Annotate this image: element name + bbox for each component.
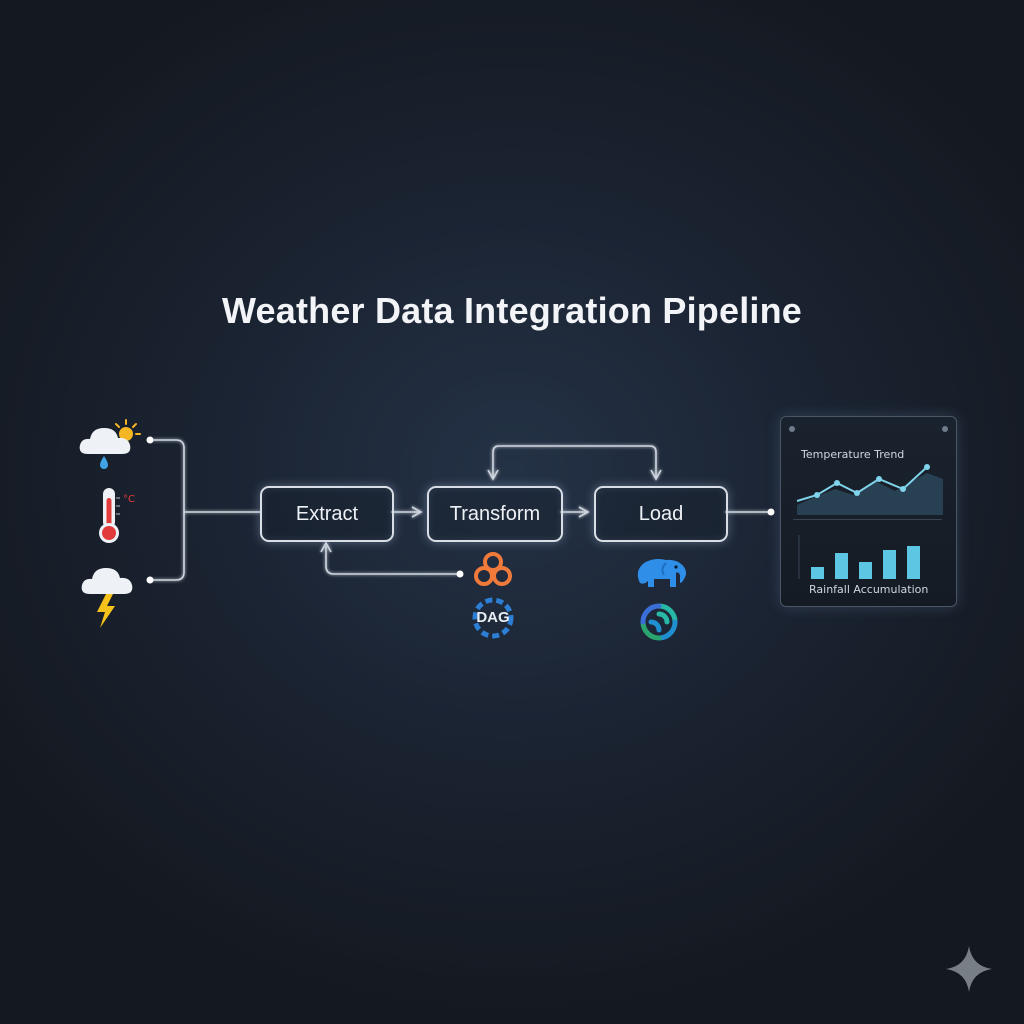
- thermometer-unit: °C: [123, 494, 135, 505]
- temperature-line-chart: [796, 464, 943, 515]
- rainfall-bar: [835, 553, 848, 579]
- airflow-icon: [474, 552, 512, 586]
- swirl-icon: [640, 603, 678, 641]
- transform-stage[interactable]: Transform: [427, 486, 563, 542]
- feedback-loop-top: [492, 445, 657, 478]
- dashboard-node: [767, 508, 775, 516]
- rainfall-bar-chart: [798, 535, 920, 579]
- dashboard-panel: Temperature Trend Rainfall Accumulation: [780, 416, 957, 607]
- dashboard-divider: [793, 519, 942, 520]
- temperature-point: [924, 464, 930, 470]
- dag-icon: [472, 597, 514, 639]
- rainfall-bar: [907, 546, 920, 579]
- temperature-point: [814, 492, 820, 498]
- postgres-elephant-icon: [637, 559, 686, 587]
- source-connector-top: [150, 439, 185, 581]
- dag-label: DAG: [476, 609, 510, 626]
- window-dot: [789, 426, 795, 432]
- rainfall-accumulation-caption: Rainfall Accumulation: [809, 583, 929, 596]
- temperature-trend-title: Temperature Trend: [801, 448, 905, 461]
- transform-stage-label: Transform: [449, 502, 541, 525]
- rainfall-bar: [883, 550, 896, 579]
- window-dot: [942, 426, 948, 432]
- extract-stage[interactable]: Extract: [260, 486, 394, 542]
- source-node: [146, 576, 154, 584]
- load-stage-label: Load: [638, 502, 684, 525]
- extract-stage-label: Extract: [295, 502, 359, 525]
- rainfall-bar: [811, 567, 824, 579]
- temperature-point: [834, 480, 840, 486]
- temperature-point: [854, 490, 860, 496]
- thermometer-icon: °C: [99, 488, 135, 543]
- cloud-rain-sun-icon: [79, 419, 141, 469]
- source-node: [146, 436, 154, 444]
- storm-cloud-icon: [81, 568, 133, 628]
- load-stage[interactable]: Load: [594, 486, 728, 542]
- tool-node: [456, 570, 464, 578]
- rainfall-bar: [859, 562, 872, 579]
- feedback-to-extract: [325, 546, 460, 575]
- temperature-point: [876, 476, 882, 482]
- temperature-area: [797, 473, 943, 515]
- page-title: Weather Data Integration Pipeline: [221, 290, 803, 331]
- sparkle-icon: [946, 946, 992, 992]
- temperature-point: [900, 486, 906, 492]
